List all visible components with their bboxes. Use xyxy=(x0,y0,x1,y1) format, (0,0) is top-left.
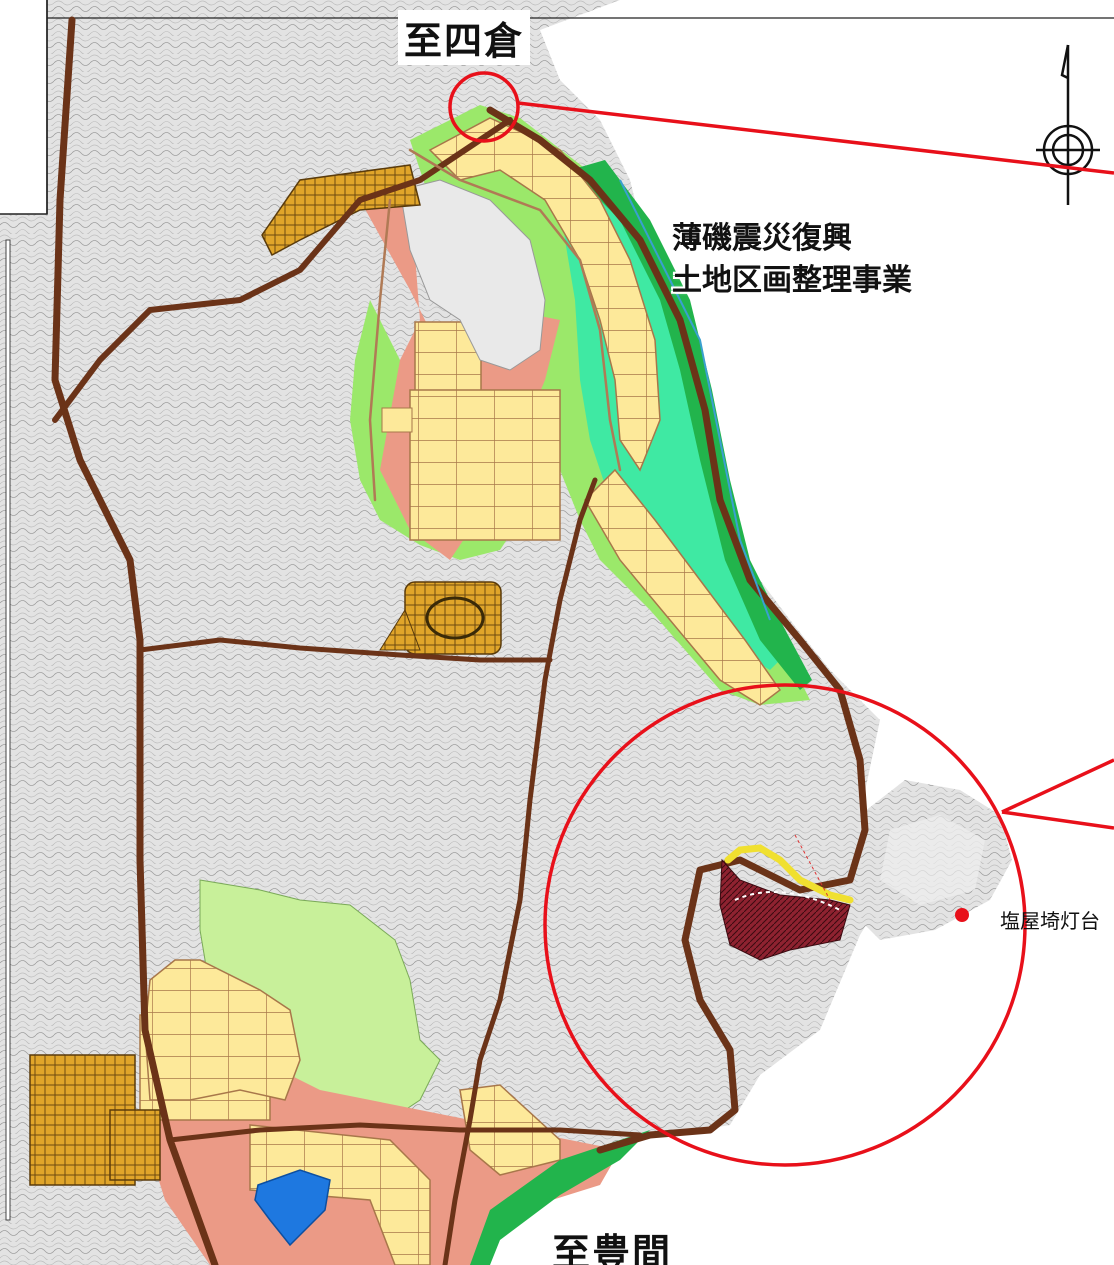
lighthouse-detail-circle xyxy=(543,683,1027,1167)
project-name-line2: 土地区画整理事業 xyxy=(672,263,912,298)
red-dot-marker-icon xyxy=(955,908,969,922)
north-arrow-compass-icon xyxy=(1036,44,1100,205)
north-destination-label: 至四倉 xyxy=(398,10,531,65)
north-detail-circle xyxy=(448,71,520,143)
south-destination-label: 至豊間 xyxy=(552,1231,673,1265)
lighthouse-label: 塩屋埼灯台 xyxy=(1000,909,1100,933)
project-name-line1: 薄磯震災復興 xyxy=(672,221,852,256)
